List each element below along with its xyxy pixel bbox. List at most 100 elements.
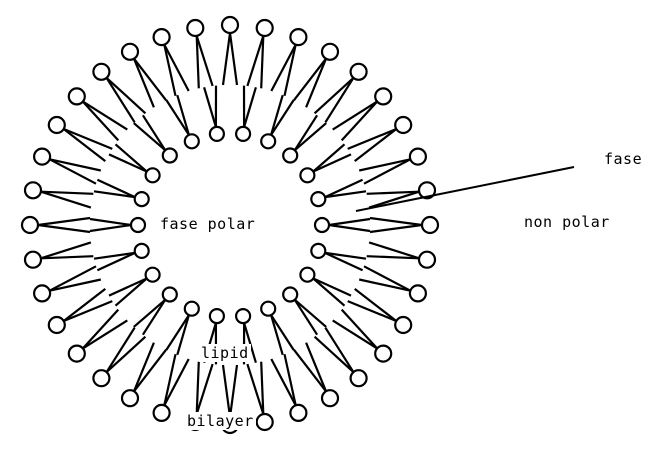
lipid-tail [285,354,296,405]
lipid-tail [313,154,351,171]
lipid-tail [329,219,370,225]
lipid-head [69,88,85,104]
outer-lipid-molecule [154,354,189,421]
lipid-tail [64,129,106,161]
lipid-tail [230,365,237,417]
lipid-tail [306,343,326,392]
lipid-head [34,149,50,165]
outer-lipid-molecule [271,354,306,421]
lipid-tail [177,95,189,135]
lipid-head [122,44,138,60]
lipid-tail [64,289,106,321]
lipid-head [210,309,224,323]
lipid-head [146,268,160,282]
lipid-tail [364,159,410,183]
lipid-head [163,288,177,302]
lipid-head [375,346,391,362]
lipid-head [410,149,426,165]
lipid-head [257,414,273,430]
lipid-head [131,218,145,232]
lipid-head [419,252,435,268]
lipid-head [311,192,325,206]
lipid-head [261,302,275,316]
lipid-head [290,405,306,421]
lipid-head [25,252,41,268]
inner-lipid-molecule [94,180,149,206]
lipid-tail [177,315,189,355]
lipid-head [290,29,306,45]
lipid-tail [313,144,344,171]
lipid-head [122,390,138,406]
lipid-tail [166,100,189,135]
lipid-tail [38,225,90,232]
lipid-label: lipid [199,344,251,362]
lipid-tail [230,33,237,85]
outer-lipid-molecule [222,17,238,85]
inner-lipid-molecule [261,302,293,355]
inner-lipid-molecule [94,244,149,270]
lipid-head [93,370,109,386]
lipid-tail [348,129,397,149]
lipid-tail [359,280,410,291]
inner-lipid-molecule [261,95,293,148]
lipid-head [236,309,250,323]
lipid-head [395,317,411,333]
bilayer-label: bilayer [185,412,256,430]
lipid-tail [38,218,90,225]
outer-phase-label-line2: non polar [524,213,610,231]
lipid-tail [64,301,113,321]
lipid-tail [313,279,351,296]
outer-lipid-molecule [359,149,426,184]
outer-lipid-molecule [271,29,306,96]
lipid-tail [364,266,410,290]
inner-lipid-molecule [90,218,145,232]
outer-lipid-molecule [22,217,90,233]
lipid-head [351,370,367,386]
inner-lipid-molecule [166,95,198,148]
lipid-tail [116,279,147,306]
lipid-head [257,20,273,36]
lipid-head [410,285,426,301]
lipid-tail [204,87,216,127]
lipid-tail [164,45,175,96]
lipid-tail [370,225,422,232]
lipid-tail [244,87,256,127]
outer-lipid-molecule [367,182,435,207]
lipid-head [154,29,170,45]
lipid-tail [313,279,344,306]
lipid-head [236,127,250,141]
lipid-tail [134,350,166,392]
lipid-head [422,217,438,233]
lipid-tail [164,45,188,91]
lipid-tail [50,280,101,291]
outer-lipid-molecule [359,266,426,301]
lipid-tail [294,59,326,101]
lipid-tail [223,365,230,417]
lipid-tail [294,350,326,392]
lipid-tail [271,45,295,91]
lipid-tail [50,159,96,183]
inner-lipid-molecule [300,268,351,306]
outer-lipid-molecule [25,242,93,267]
outer-phase-label-line1: fase [604,150,642,168]
lipid-tail [90,219,131,225]
outer-lipid-molecule [34,149,101,184]
inner-lipid-molecule [311,244,366,270]
lipid-tail [134,59,154,108]
lipid-head [135,192,149,206]
lipid-head [34,285,50,301]
lipid-head [25,182,41,198]
lipid-tail [355,129,397,161]
lipid-tail [90,225,131,231]
lipid-tail [64,129,113,149]
lipid-head [93,64,109,80]
lipid-head [154,405,170,421]
lipid-tail [271,100,294,135]
outer-lipid-molecule [154,29,189,96]
lipid-tail [285,45,296,96]
lipid-head [210,127,224,141]
outer-lipid-molecule [187,20,212,88]
inner-lipid-molecule [109,268,160,306]
lipid-tail [348,301,397,321]
lipid-head [49,317,65,333]
